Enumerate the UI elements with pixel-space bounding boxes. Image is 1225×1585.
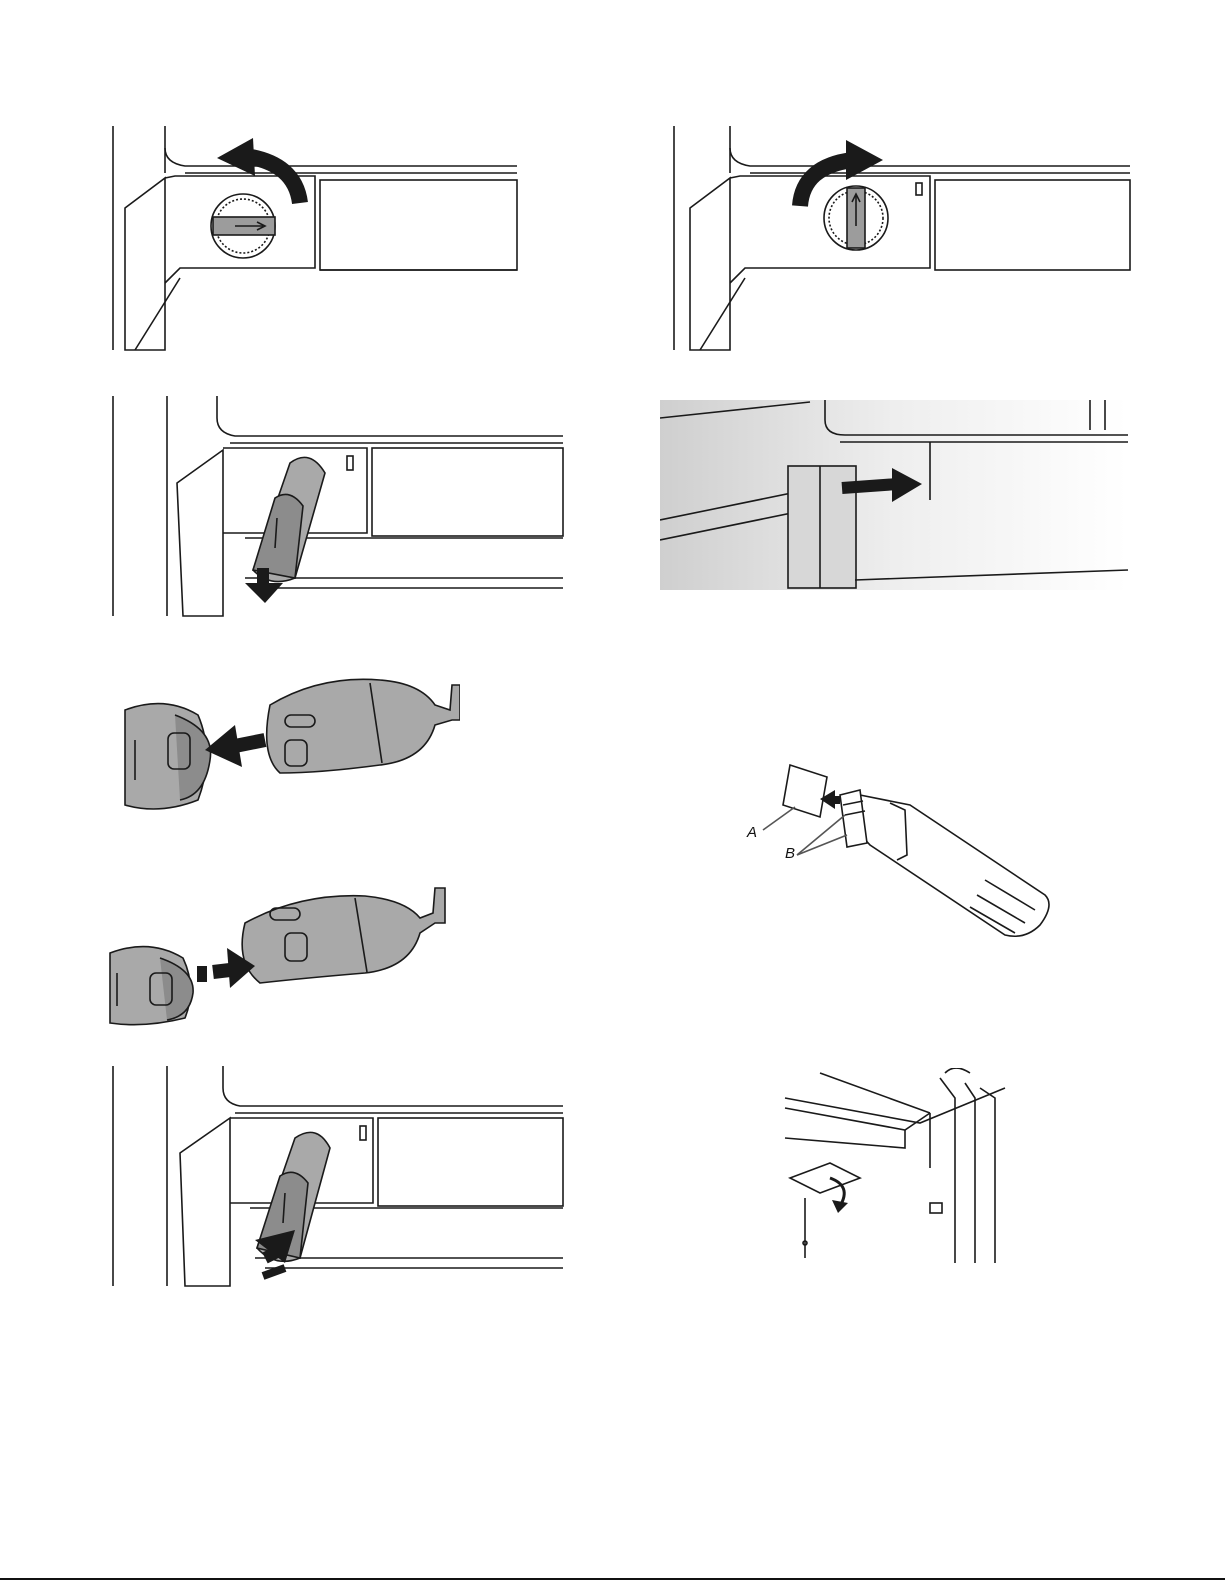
figure-lock-dial <box>668 118 1138 358</box>
figure-pull-filter <box>105 388 570 623</box>
filter-cap-icon <box>110 947 193 1025</box>
figure-remove-cap <box>120 655 460 830</box>
curved-arrow-counterclockwise-icon <box>217 138 300 203</box>
water-filter-icon <box>840 790 1049 936</box>
bottom-rule <box>0 1578 1225 1580</box>
label-a: A <box>746 824 757 841</box>
figure-press-lever <box>780 1068 1015 1268</box>
protective-cover-icon <box>783 765 827 817</box>
figure-attach-cap <box>105 878 450 1028</box>
water-filter-icon <box>253 457 325 581</box>
water-filter-icon <box>267 679 460 773</box>
label-b: B <box>785 845 795 862</box>
figure-unlock-dial <box>105 118 525 358</box>
figure-remove-seal: A B <box>735 755 1065 955</box>
arrow-left-icon <box>205 725 265 767</box>
figure-slide-bin <box>660 400 1130 592</box>
dial-icon <box>824 186 888 250</box>
figure-insert-filter <box>105 1058 570 1293</box>
dial-icon <box>211 194 275 258</box>
water-filter-icon <box>242 888 445 983</box>
filter-cap-icon <box>125 704 211 809</box>
